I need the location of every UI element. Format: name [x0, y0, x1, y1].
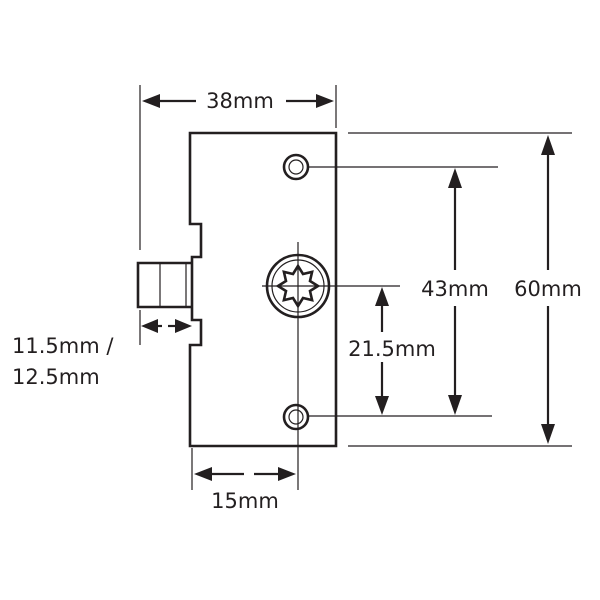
lock-case-outline — [188, 131, 338, 448]
latch-bolt — [136, 261, 192, 309]
screw-hole-icon — [282, 403, 310, 431]
dimension-height-label: 60mm — [514, 277, 582, 301]
screw-hole-icon — [282, 153, 310, 181]
dimension-width: 38mm — [142, 89, 334, 113]
dimension-spindle-to-hole: 21.5mm — [348, 287, 436, 415]
dimension-width-label: 38mm — [206, 89, 274, 113]
dimension-hole-spacing: 43mm — [421, 168, 489, 415]
dimension-backset: 15mm — [194, 467, 296, 513]
dimension-hole-spacing-label: 43mm — [421, 277, 489, 301]
dimension-spindle-to-hole-label: 21.5mm — [348, 337, 436, 361]
dimension-bolt-throw-label-line1: 11.5mm / — [12, 334, 114, 358]
dimension-bolt-throw-label-line2: 12.5mm — [12, 365, 100, 389]
dimension-bolt-throw: 11.5mm / 12.5mm — [12, 319, 192, 389]
dimension-height: 60mm — [514, 135, 582, 444]
dimension-backset-label: 15mm — [211, 489, 279, 513]
